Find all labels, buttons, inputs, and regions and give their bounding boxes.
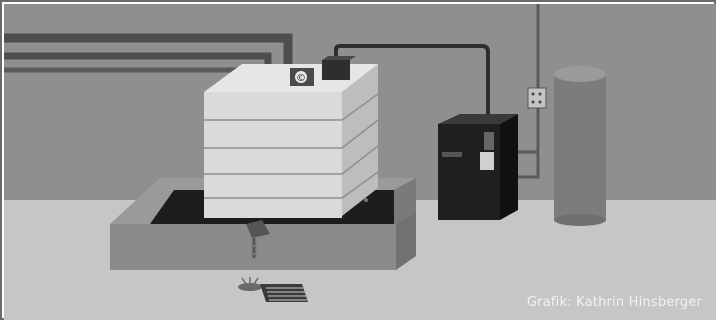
- stacked-tank: [204, 64, 378, 218]
- copyright-icon: ©: [296, 73, 306, 84]
- drain-grate-icon: [260, 284, 308, 302]
- image-credit: Grafik: Kathrin Hinsberger: [527, 295, 702, 310]
- analyser-machine: [438, 114, 518, 220]
- junction-box: [528, 88, 546, 108]
- storage-cylinder: [554, 66, 606, 226]
